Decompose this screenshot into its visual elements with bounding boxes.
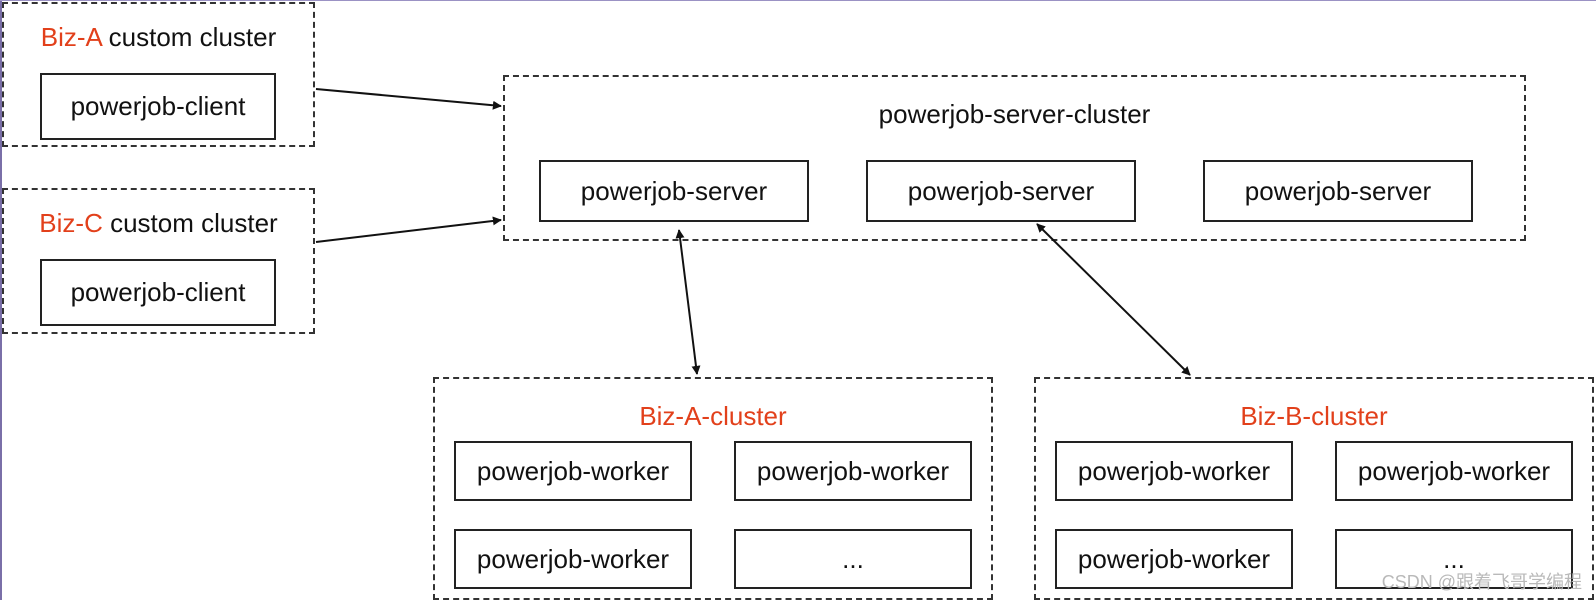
server-cluster-title: powerjob-server-cluster: [878, 99, 1151, 129]
more-workers-box: ...: [1335, 529, 1573, 589]
powerjob-client-box: powerjob-client: [40, 73, 276, 140]
powerjob-client-box: powerjob-client: [40, 259, 276, 326]
biz-a-custom-cluster-label: Biz-A custom cluster: [4, 22, 313, 53]
powerjob-worker-box: powerjob-worker: [454, 529, 692, 589]
csdn-watermark: CSDN @跟着飞哥学编程: [1381, 572, 1582, 592]
powerjob-worker-box: powerjob-worker: [1335, 441, 1573, 501]
biz-c-client-to-server-arrow: [315, 216, 502, 243]
powerjob-server-box: powerjob-server: [866, 160, 1136, 222]
biz-a-name: Biz-A: [40, 22, 102, 52]
biz-a-worker-cluster-group: Biz-A-cluster powerjob-worker powerjob-w…: [433, 377, 993, 600]
left-frame-border: [0, 0, 2, 600]
server-biz-a-cluster-arrow: [675, 229, 701, 375]
server-biz-b-cluster-arrow: [1036, 223, 1191, 376]
biz-c-custom-cluster-label: Biz-C custom cluster: [4, 208, 313, 239]
top-frame-border: [0, 0, 1596, 1]
powerjob-worker-box: powerjob-worker: [1055, 441, 1293, 501]
more-workers-box: ...: [734, 529, 972, 589]
powerjob-server-box: powerjob-server: [539, 160, 809, 222]
powerjob-server-box: powerjob-server: [1203, 160, 1473, 222]
biz-a-suffix: custom cluster: [101, 22, 277, 52]
powerjob-server-cluster-group: powerjob-server-cluster powerjob-server …: [503, 75, 1526, 241]
biz-c-name: Biz-C: [39, 208, 103, 238]
biz-c-custom-cluster-group: Biz-C custom cluster powerjob-client: [2, 188, 315, 334]
biz-a-client-to-server-arrow: [315, 88, 502, 110]
biz-a-cluster-title: Biz-A-cluster: [639, 401, 787, 431]
powerjob-worker-box: powerjob-worker: [454, 441, 692, 501]
biz-b-cluster-title: Biz-B-cluster: [1240, 401, 1388, 431]
powerjob-worker-box: powerjob-worker: [1055, 529, 1293, 589]
powerjob-worker-box: powerjob-worker: [734, 441, 972, 501]
biz-c-suffix: custom cluster: [102, 208, 278, 238]
biz-b-worker-cluster-group: Biz-B-cluster powerjob-worker powerjob-w…: [1034, 377, 1594, 600]
biz-a-custom-cluster-group: Biz-A custom cluster powerjob-client: [2, 2, 315, 147]
